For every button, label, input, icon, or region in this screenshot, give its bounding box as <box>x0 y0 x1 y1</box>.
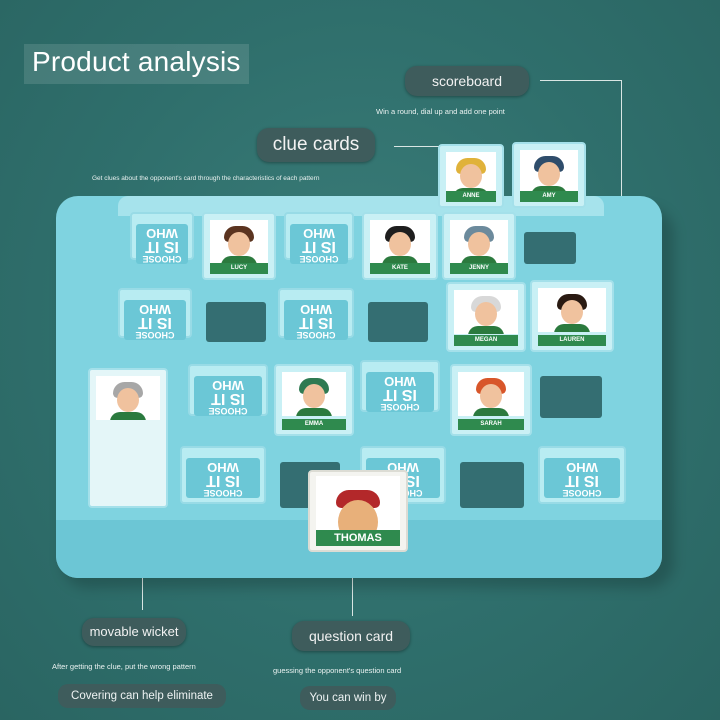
wicket-line-choose: CHOOSE <box>203 488 243 498</box>
face-image <box>282 372 346 416</box>
wicket-line-isit: IS IT <box>211 390 245 407</box>
wicket-line-who: WHO <box>139 302 171 317</box>
face-image <box>458 372 524 416</box>
clue-connector-h <box>394 146 454 147</box>
wicket-line-choose: CHOOSE <box>142 254 182 264</box>
card-name: AMY <box>520 191 578 202</box>
wicket-line-isit: IS IT <box>565 472 599 489</box>
face-image <box>454 290 518 334</box>
empty-slot <box>206 302 266 342</box>
empty-slot <box>540 376 602 418</box>
card-name: THOMAS <box>316 530 400 546</box>
face-image <box>450 220 508 264</box>
wicket-line-isit: IS IT <box>206 472 240 489</box>
character-card-megan[interactable]: MEGAN <box>446 282 526 352</box>
wicket-line-isit: IS IT <box>383 386 417 403</box>
wicket-line-who: WHO <box>384 374 416 389</box>
empty-slot <box>524 232 576 264</box>
character-card-kate[interactable]: KATE <box>362 212 438 280</box>
page-title: Product analysis <box>24 44 249 84</box>
scoreboard-label: scoreboard <box>405 66 529 96</box>
character-card-amy[interactable]: AMY <box>512 142 586 208</box>
face-image <box>316 476 400 530</box>
character-card-emma[interactable]: EMMA <box>274 364 354 436</box>
character-card-sarah[interactable]: SARAH <box>450 364 532 436</box>
clue-cards-label: clue cards <box>257 128 375 162</box>
question-card-note-box: You can win by <box>300 686 396 710</box>
face-image <box>538 288 606 332</box>
scoreboard-note: Win a round, dial up and add one point <box>376 107 505 116</box>
scoreboard-connector-v <box>621 80 622 270</box>
card-name: ANNE <box>446 191 496 202</box>
wicket-line-choose: CHOOSE <box>208 406 248 416</box>
wicket-line-isit: IS IT <box>302 238 336 255</box>
character-card-jenny[interactable]: JENNY <box>442 212 516 280</box>
question-card-thomas[interactable]: THOMAS <box>308 470 408 552</box>
wicket-line-isit: IS IT <box>299 314 333 331</box>
character-card-flipping[interactable] <box>88 368 168 508</box>
card-name: LAUREN <box>538 335 606 346</box>
wicket-line-choose: CHOOSE <box>135 330 175 340</box>
empty-slot <box>460 462 524 508</box>
wicket-line-isit: IS IT <box>138 314 172 331</box>
card-name: KATE <box>370 263 430 274</box>
question-connector <box>352 560 353 616</box>
wicket-line-who: WHO <box>212 378 244 393</box>
character-card-lucy[interactable]: LUCY <box>202 212 276 280</box>
card-name: JENNY <box>450 263 508 274</box>
wicket-line-who: WHO <box>300 302 332 317</box>
face-image <box>446 152 496 192</box>
wicket-line-who: WHO <box>146 226 178 241</box>
movable-wicket-label: movable wicket <box>82 618 186 646</box>
face-image <box>210 220 268 264</box>
wicket-line-who: WHO <box>207 460 239 475</box>
face-image <box>370 220 430 264</box>
question-card-note: guessing the opponent's question card <box>273 666 402 675</box>
empty-slot <box>368 302 428 342</box>
wicket-line-who: WHO <box>566 460 598 475</box>
wicket-line-choose: CHOOSE <box>296 330 336 340</box>
wicket-line-who: WHO <box>303 226 335 241</box>
wicket-line-choose: CHOOSE <box>562 488 602 498</box>
wicket-line-isit: IS IT <box>145 238 179 255</box>
movable-wicket-note: After getting the clue, put the wrong pa… <box>52 662 196 671</box>
scoreboard-connector-h <box>540 80 622 81</box>
wicket-line-choose: CHOOSE <box>299 254 339 264</box>
face-image <box>96 376 160 420</box>
character-card-anne[interactable]: ANNE <box>438 144 504 208</box>
card-name: SARAH <box>458 419 524 430</box>
character-card-lauren[interactable]: LAUREN <box>530 280 614 352</box>
wicket-line-choose: CHOOSE <box>380 402 420 412</box>
card-name: MEGAN <box>454 335 518 346</box>
face-image <box>520 150 578 192</box>
clue-cards-note: Get clues about the opponent's card thro… <box>92 175 320 182</box>
card-name: EMMA <box>282 419 346 430</box>
card-name: LUCY <box>210 263 268 274</box>
movable-wicket-note-box: Covering can help eliminate <box>58 684 226 708</box>
question-card-label: question card <box>292 621 410 651</box>
